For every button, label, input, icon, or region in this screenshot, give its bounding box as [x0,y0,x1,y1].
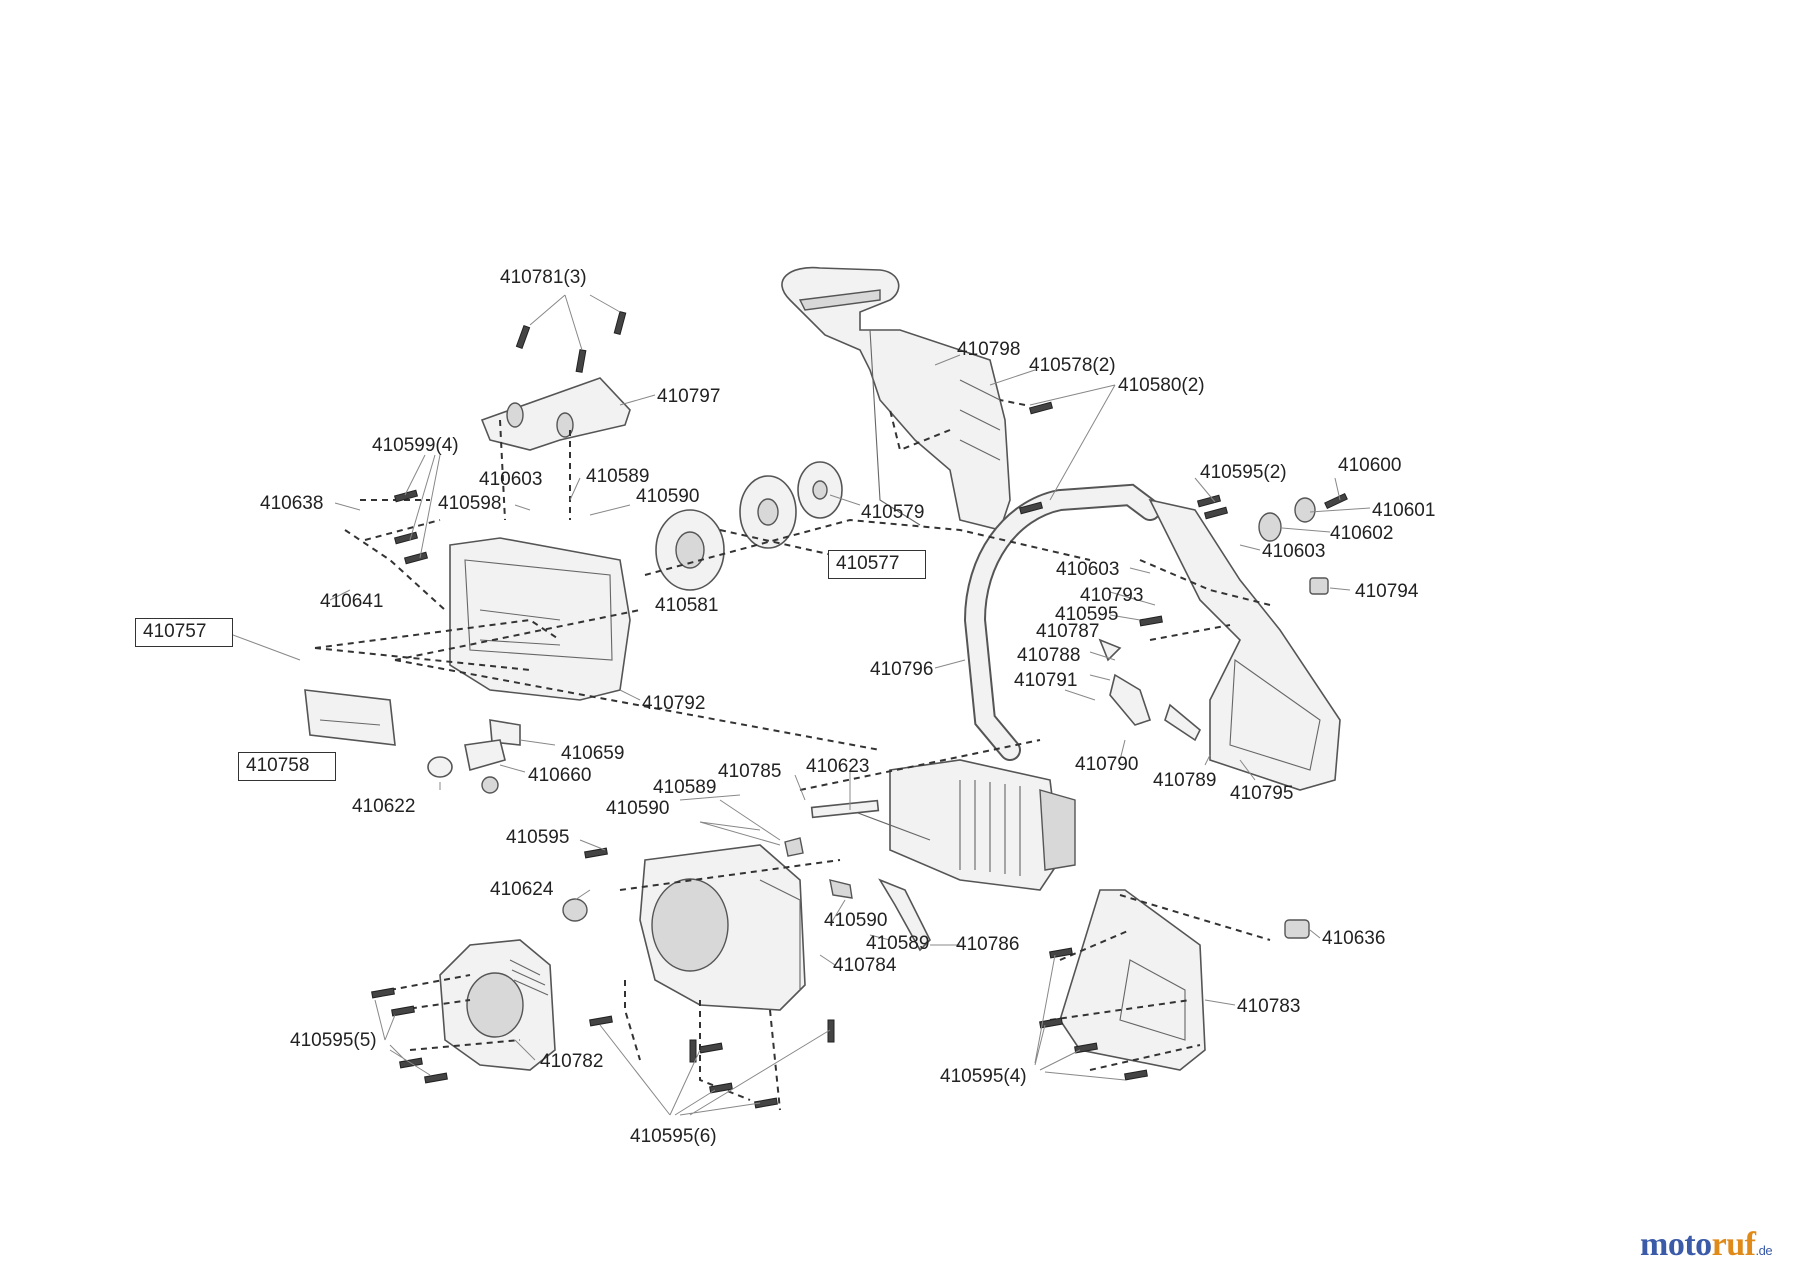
label-410595-a: 410595 [1055,604,1119,625]
chain-catcher-part [1284,919,1310,939]
rear-handle-part [1148,498,1341,791]
leader-lines [224,294,1371,1116]
label-410595-6: 410595(6) [630,1126,717,1147]
label-410781-3: 410781(3) [500,267,587,288]
label-410595-4: 410595(4) [940,1066,1027,1087]
boxed-label-410577: 410577 [828,550,926,579]
label-410602: 410602 [1330,523,1394,544]
label-410789: 410789 [1153,770,1217,791]
label-410797: 410797 [657,386,721,407]
primer-bulb-part [562,898,588,922]
label-410590-c: 410590 [824,910,888,931]
rubber-buffer-part [1309,577,1329,595]
label-410595-b: 410595 [506,827,570,848]
label-410578-2: 410578(2) [1029,355,1116,376]
damper-part [1258,512,1282,542]
starter-cover-part [439,939,556,1071]
label-410794: 410794 [1355,581,1419,602]
label-410599-4: 410599(4) [372,435,459,456]
label-410795: 410795 [1230,783,1294,804]
label-410595-5: 410595(5) [290,1030,377,1051]
clutch-parts [655,461,843,591]
label-410784: 410784 [833,955,897,976]
assembly-lines [314,399,1271,1111]
crankcase-left-part [449,537,631,701]
piston-pin-part [810,799,880,819]
label-410589-b: 410589 [653,777,717,798]
label-410785: 410785 [718,761,782,782]
throttle-parts [784,837,931,952]
trigger-parts [1098,638,1201,742]
label-410595-2: 410595(2) [1200,462,1287,483]
label-410590-a: 410590 [636,486,700,507]
label-410590-b: 410590 [606,798,670,819]
label-410636: 410636 [1322,928,1386,949]
label-410659: 410659 [561,743,625,764]
label-410790: 410790 [1075,754,1139,775]
crankcase-right-part [639,844,806,1011]
label-410603-b: 410603 [1262,541,1326,562]
engine-cylinder-part [849,759,1076,891]
label-410580-2: 410580(2) [1118,375,1205,396]
guide-bar-part [304,689,396,746]
label-410783: 410783 [1237,996,1301,1017]
label-410589-a: 410589 [586,466,650,487]
label-410623: 410623 [806,756,870,777]
label-410793: 410793 [1080,585,1144,606]
label-410579: 410579 [861,502,925,523]
boxed-label-410757: 410757 [135,618,233,647]
label-410622: 410622 [352,796,416,817]
label-410798: 410798 [957,339,1021,360]
motoruf-logo: motoruf.de [1640,1226,1773,1263]
label-410660: 410660 [528,765,592,786]
boxed-label-410758: 410758 [238,752,336,781]
label-410603-a: 410603 [479,469,543,490]
clutch-cover-part [1059,889,1206,1071]
hand-guard-part [781,266,1011,531]
label-410796: 410796 [870,659,934,680]
label-410589-c: 410589 [866,933,930,954]
washer-part [1294,497,1316,523]
label-410638: 410638 [260,493,324,514]
label-410786: 410786 [956,934,1020,955]
label-410624: 410624 [490,879,554,900]
label-410600: 410600 [1338,455,1402,476]
label-410792: 410792 [642,693,706,714]
label-410788: 410788 [1017,645,1081,666]
label-410787: 410787 [1036,621,1100,642]
label-410581: 410581 [655,595,719,616]
handle-bar-part [963,483,1161,761]
label-410641: 410641 [320,591,384,612]
label-410598: 410598 [438,493,502,514]
label-410603-c: 410603 [1056,559,1120,580]
label-410791: 410791 [1014,670,1078,691]
top-cover-part [480,377,631,451]
chain-tensioner-part [427,719,521,794]
label-410782: 410782 [540,1051,604,1072]
label-410601: 410601 [1372,500,1436,521]
